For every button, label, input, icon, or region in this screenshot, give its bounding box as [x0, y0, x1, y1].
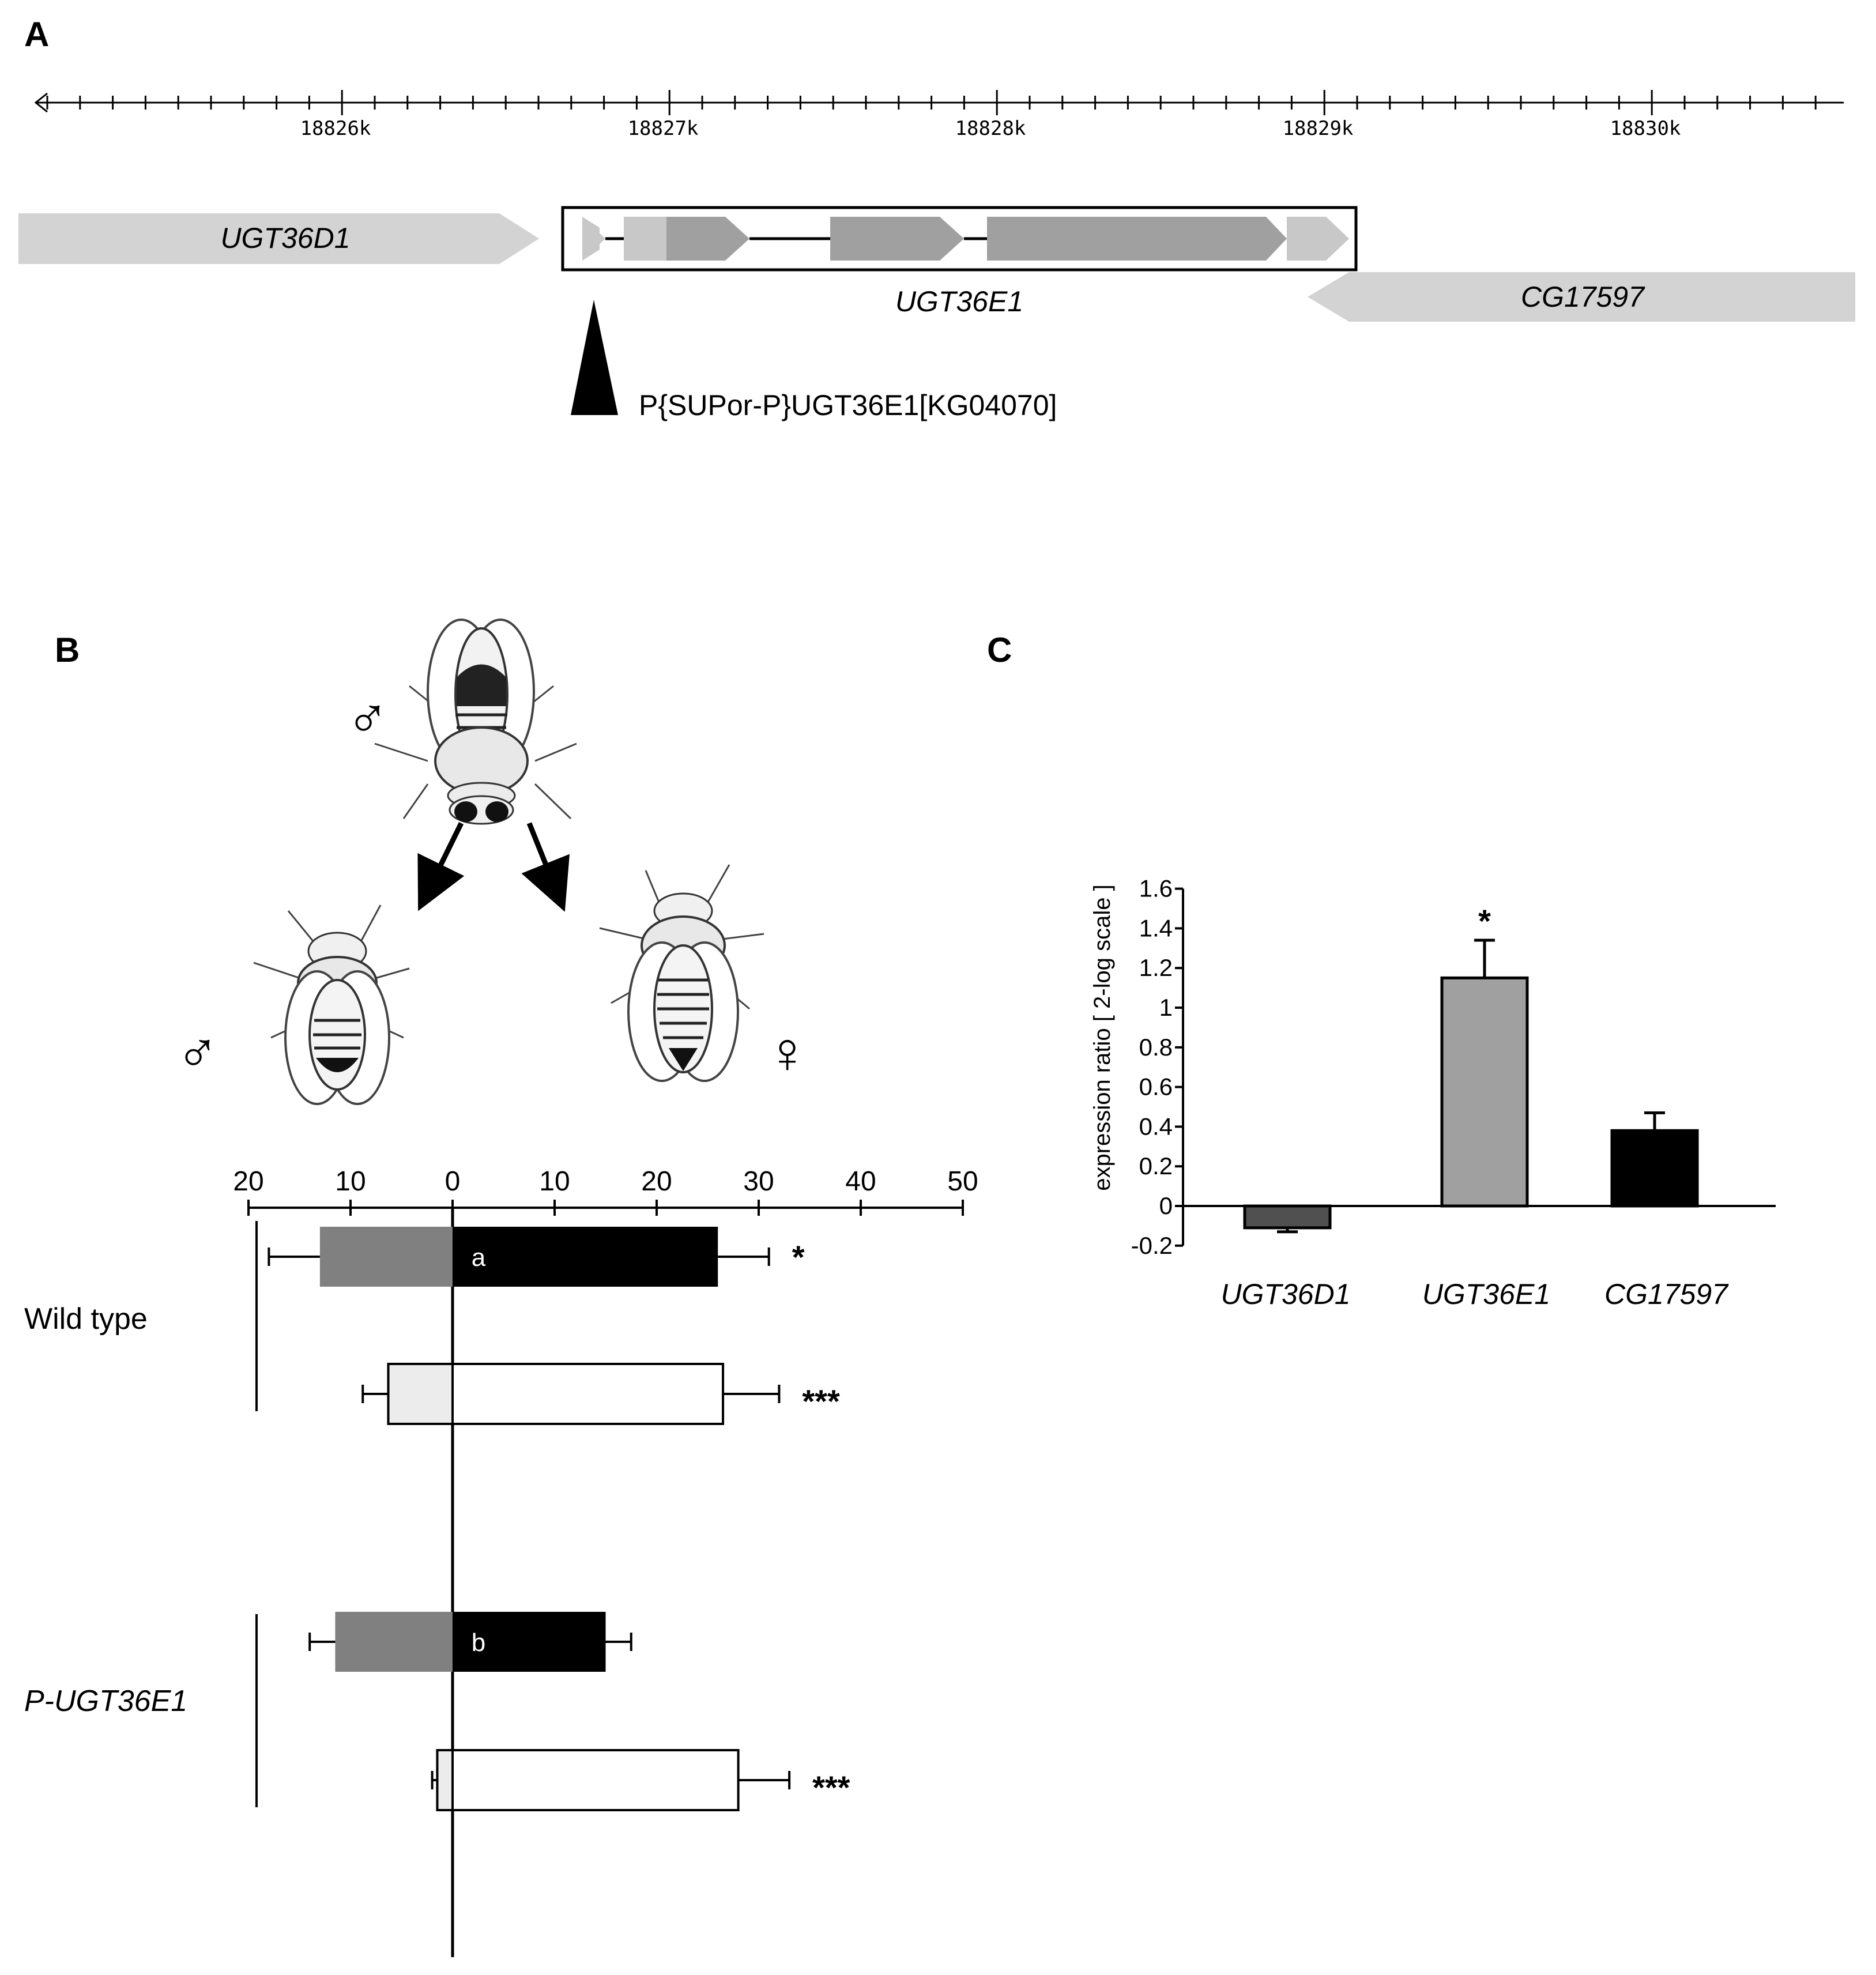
fly-female-drawing — [599, 864, 764, 1082]
axis-tick-label: 10 — [539, 1166, 570, 1197]
category-label: UGT36D1 — [1220, 1278, 1350, 1310]
utr-exon — [1287, 217, 1349, 261]
axis-tick-label: 40 — [845, 1166, 876, 1197]
panel-b: B ♂ — [24, 619, 978, 1957]
y-tick-label: 1.4 — [1139, 914, 1173, 941]
y-tick-label: -0.2 — [1131, 1232, 1173, 1259]
y-tick-label: 0.8 — [1139, 1034, 1173, 1061]
bar-female — [451, 1749, 740, 1811]
group-label-p-ugt36e1: P-UGT36E1 — [24, 1684, 187, 1718]
bar — [1440, 976, 1529, 1208]
fly-male-drawing — [253, 904, 410, 1105]
y-tick-label: 0 — [1159, 1192, 1173, 1219]
bar-male — [319, 1227, 453, 1287]
axis-tick-label: 20 — [233, 1166, 263, 1197]
axis-tick-label: 30 — [743, 1166, 774, 1197]
significance-marker: *** — [812, 1769, 850, 1806]
ruler-tick-label: 18828k — [955, 117, 1026, 140]
gene-cg17597-label: CG17597 — [1521, 281, 1645, 313]
ruler-tick-label: 18830k — [1610, 117, 1681, 140]
y-tick-label: 0.2 — [1139, 1152, 1173, 1179]
bar-letter: a — [472, 1243, 486, 1272]
ruler-arrow-icon — [34, 92, 48, 113]
bar-male — [436, 1749, 454, 1811]
y-tick-label: 0.6 — [1139, 1073, 1173, 1100]
ruler-tick-label: 18826k — [300, 117, 371, 140]
panel-a-letter: A — [24, 15, 49, 54]
insertion-triangle-icon — [571, 300, 618, 415]
bar — [1243, 1204, 1332, 1230]
y-tick-label: 1.6 — [1139, 875, 1173, 902]
gene-ugt36d1-label: UGT36D1 — [220, 222, 350, 254]
arrow-icon — [417, 822, 465, 911]
fly-male-top-drawing — [374, 619, 577, 825]
bar-male — [387, 1363, 454, 1425]
y-axis-label: expression ratio [ 2-log scale ] — [1090, 884, 1115, 1190]
coordinate-ruler: 18826k 18827k 18828k 18829k 18830k — [34, 90, 1844, 140]
panel-b-letter: B — [55, 631, 80, 669]
gene-ugt36e1-label: UGT36E1 — [895, 285, 1023, 318]
axis-tick-label: 20 — [641, 1166, 672, 1197]
ruler-tick-label: 18827k — [628, 117, 699, 140]
category-label: UGT36E1 — [1422, 1278, 1550, 1310]
y-tick-label: 0.4 — [1139, 1113, 1173, 1140]
axis-tick-label: 0 — [445, 1166, 461, 1197]
ruler-tick-label: 18829k — [1283, 117, 1354, 140]
panel-a: A 18826k 18827k 18828k 18829k 18830k UGT… — [18, 15, 1855, 421]
axis-tick-label: 10 — [335, 1166, 366, 1197]
panel-c: C 1.6 1.4 1.2 1 0.8 0.6 0.4 0.2 0 -0.2 UGT36D1 * UG… — [987, 631, 1776, 1310]
bar-male — [335, 1612, 453, 1672]
axis-tick-label: 50 — [947, 1166, 978, 1197]
bar-female — [451, 1363, 725, 1425]
bar-female — [453, 1227, 718, 1287]
male-symbol-offspring: ♂ — [176, 1020, 219, 1085]
expression-chart: 1.6 1.4 1.2 1 0.8 0.6 0.4 0.2 0 -0.2 UGT36D1 * UGT3… — [1090, 875, 1776, 1310]
male-symbol-top: ♂ — [346, 686, 389, 751]
gene-ugt36e1-model — [561, 206, 1358, 272]
y-tick-label: 1 — [1159, 994, 1173, 1021]
category-label: CG17597 — [1604, 1278, 1729, 1310]
gene-ugt36d1-arrow — [18, 213, 539, 264]
utr-exon — [624, 217, 666, 261]
bar — [1610, 1129, 1699, 1208]
female-symbol: ♀ — [766, 1020, 809, 1085]
significance-marker: *** — [802, 1383, 840, 1419]
significance-marker: * — [1478, 903, 1491, 939]
group-label-wild-type: Wild type — [24, 1302, 148, 1336]
y-tick-label: 1.2 — [1139, 954, 1173, 981]
gene-cg17597-arrow — [1308, 272, 1855, 322]
bar-letter: b — [472, 1629, 485, 1657]
arrow-icon — [521, 822, 570, 912]
panel-c-letter: C — [987, 631, 1012, 669]
coding-exon — [830, 217, 964, 261]
coding-exon — [987, 217, 1287, 261]
coding-exon — [666, 217, 749, 261]
bar-female — [453, 1612, 606, 1672]
insertion-label: P{SUPor-P}UGT36E1[KG04070] — [639, 389, 1057, 421]
significance-marker: * — [792, 1239, 805, 1275]
